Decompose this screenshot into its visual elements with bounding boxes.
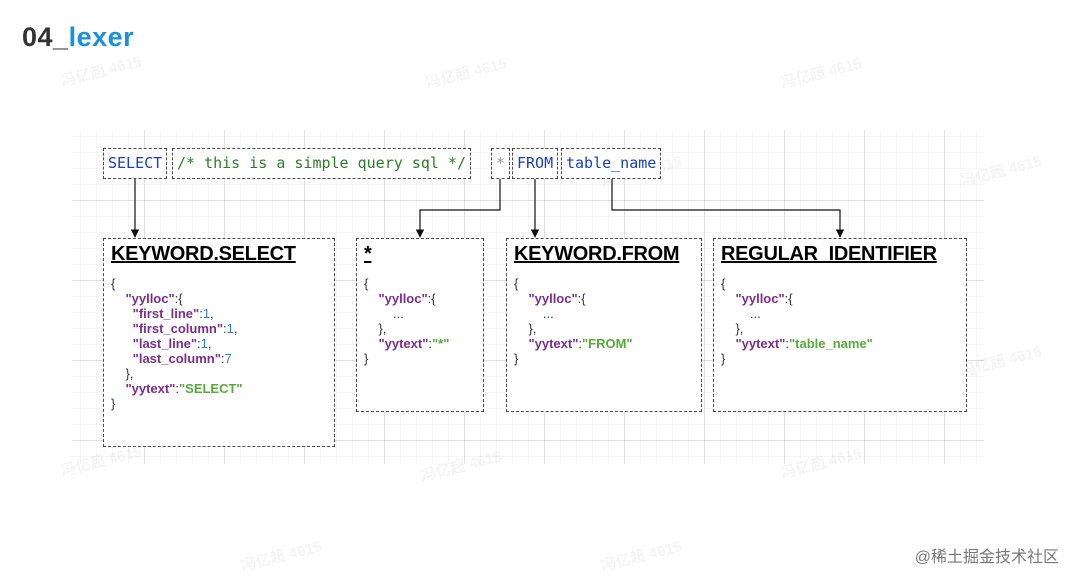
- box-star: * { "yylloc":{ ... }, "yytext":"*" }: [356, 238, 484, 412]
- box-regular-identifier: REGULAR_IDENTIFIER { "yylloc":{ ... }, "…: [713, 238, 967, 412]
- box-title: *: [364, 243, 372, 265]
- box-title: KEYWORD.FROM: [514, 243, 680, 265]
- watermark: 冯亿超 4615: [779, 52, 864, 92]
- watermark: 冯亿超 4615: [59, 50, 144, 90]
- token-table-name: table_name: [561, 148, 662, 179]
- watermark: 冯亿超 4615: [599, 535, 684, 575]
- box-keyword-select: KEYWORD.SELECT { "yylloc":{ "first_line"…: [103, 238, 335, 447]
- token-json: { "yylloc":{ ... }, "yytext":"table_name…: [721, 276, 873, 366]
- token-json: { "yylloc":{ "first_line":1, "first_colu…: [111, 276, 243, 411]
- watermark: 冯亿超 4615: [424, 52, 509, 92]
- token-select: SELECT: [103, 148, 168, 179]
- token-from: FROM: [512, 148, 559, 179]
- slide-title-number: 04_: [22, 22, 69, 52]
- slide-title: 04_lexer: [22, 22, 134, 53]
- token-json: { "yylloc":{ ... }, "yytext":"FROM" }: [514, 276, 633, 366]
- watermark: 冯亿超 4615: [239, 535, 324, 575]
- slide-title-word: lexer: [68, 22, 135, 52]
- box-title: REGULAR_IDENTIFIER: [721, 243, 937, 265]
- token-star: *: [491, 148, 511, 179]
- box-keyword-from: KEYWORD.FROM { "yylloc":{ ... }, "yytext…: [506, 238, 702, 412]
- token-json: { "yylloc":{ ... }, "yytext":"*" }: [364, 276, 450, 366]
- token-comment: /* this is a simple query sql */: [172, 148, 471, 179]
- footer-credit: @稀土掘金技术社区: [914, 549, 1059, 566]
- box-title: KEYWORD.SELECT: [111, 243, 296, 265]
